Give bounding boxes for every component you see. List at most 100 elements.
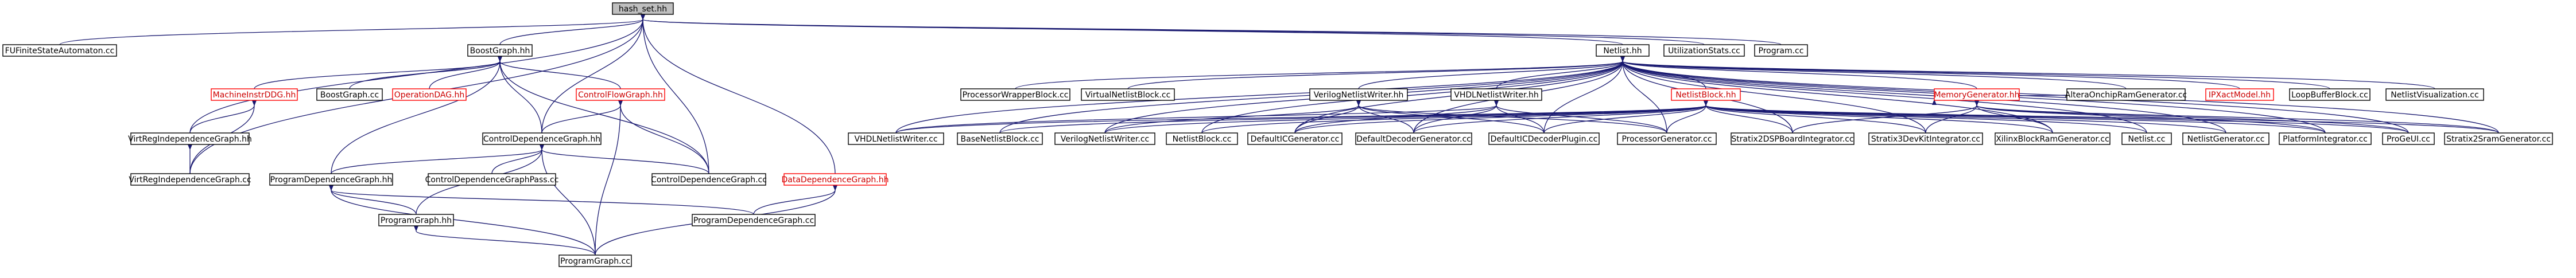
node-defaulticdecoderplugin-cc[interactable]: DefaultICDecoderPlugin.cc [1488,132,1600,145]
svg-text:ProcessorGenerator.cc: ProcessorGenerator.cc [1621,135,1712,144]
include-edge [1294,100,1709,134]
node-controldependencegraph-cc[interactable]: ControlDependenceGraph.cc [651,173,767,186]
node-programdependencegraph-hh[interactable]: ProgramDependenceGraph.hh [269,173,393,186]
include-edge [1974,100,2326,134]
svg-text:DefaultICGenerator.cc: DefaultICGenerator.cc [1251,135,1340,144]
edge-layer [59,14,2499,256]
node-platformintegrator-cc[interactable]: PlatformIntegrator.cc [2279,132,2372,145]
node-boostgraph-hh[interactable]: BoostGraph.hh [467,44,533,57]
node-netlistblock-cc[interactable]: NetlistBlock.cc [1166,132,1238,145]
node-netlistvisualization-cc[interactable]: NetlistVisualization.cc [2385,88,2484,101]
include-edge [895,56,1625,134]
node-boostgraph-cc[interactable]: BoostGraph.cc [316,88,383,101]
node-utilizationstats-cc[interactable]: UtilizationStats.cc [1663,44,1745,57]
node-loopbufferblock-cc[interactable]: LoopBufferBlock.cc [2289,88,2371,101]
node-xilinxblockramgenerator-cc[interactable]: XilinxBlockRamGenerator.cc [1995,132,2111,145]
node-programgraph-cc[interactable]: ProgramGraph.cc [558,254,632,267]
node-ipxactmodel-hh[interactable]: IPXactModel.hh [2205,88,2274,101]
include-edge [328,185,417,215]
svg-text:Stratix2DSPBoardIntegrator.cc: Stratix2DSPBoardIntegrator.cc [1731,135,1853,144]
svg-text:LoopBufferBlock.cc: LoopBufferBlock.cc [2291,91,2368,100]
include-edge [1703,100,2326,134]
node-fufinitestateautomaton-cc[interactable]: FUFiniteStateAutomaton.cc [2,44,117,57]
svg-text:ProgramGraph.hh: ProgramGraph.hh [381,216,452,225]
include-edge [640,14,1623,45]
node-programgraph-hh[interactable]: ProgramGraph.hh [378,214,454,226]
svg-text:VHDLNetlistWriter.cc: VHDLNetlistWriter.cc [854,135,937,144]
svg-text:VerilogNetlistWriter.cc: VerilogNetlistWriter.cc [1061,135,1150,144]
node-controldependencegraphpass-cc[interactable]: ControlDependenceGraphPass.cc [425,173,559,186]
node-netlistgenerator-cc[interactable]: NetlistGenerator.cc [2182,132,2269,145]
svg-text:PlatformIntegrator.cc: PlatformIntegrator.cc [2283,135,2368,144]
include-edge [640,14,1705,45]
svg-text:DefaultDecoderGenerator.cc: DefaultDecoderGenerator.cc [1356,135,1471,144]
include-edge [640,14,709,174]
include-edge [1620,56,1667,134]
include-edge [1496,56,1625,89]
include-edge [413,225,596,256]
svg-text:Netlist.hh: Netlist.hh [1603,46,1642,56]
svg-text:VHDLNetlistWriter.hh: VHDLNetlistWriter.hh [1454,91,1538,100]
svg-text:IPXactModel.hh: IPXactModel.hh [2209,91,2271,100]
node-basenetlistblock-cc[interactable]: BaseNetlistBlock.cc [957,132,1043,145]
svg-text:DataDependenceGraph.hh: DataDependenceGraph.hh [781,175,889,185]
svg-text:ControlDependenceGraphPass.cc: ControlDependenceGraphPass.cc [425,175,559,185]
node-vhdlnetlistwriter-cc[interactable]: VHDLNetlistWriter.cc [848,132,944,145]
include-edge [1543,56,1625,134]
node-virtregindependencegraph-hh[interactable]: VirtRegIndependenceGraph.hh [128,132,252,145]
svg-text:BaseNetlistBlock.cc: BaseNetlistBlock.cc [961,135,1039,144]
include-edge [1974,100,2409,134]
node-stratix2dspboardintegrator-cc[interactable]: Stratix2DSPBoardIntegrator.cc [1731,132,1855,145]
svg-text:NetlistBlock.cc: NetlistBlock.cc [1173,135,1232,144]
svg-text:hash_set.hh: hash_set.hh [619,5,667,14]
node-machineinstrddg-hh[interactable]: MachineInstrDDG.hh [211,88,298,101]
node-program-cc[interactable]: Program.cc [1754,44,1808,57]
node-hash-set-hh[interactable]: hash_set.hh [612,2,674,15]
include-edge [1015,56,1625,89]
include-edge [1620,56,1977,89]
node-controlflowgraph-hh[interactable]: ControlFlowGraph.hh [576,88,665,101]
node-stratix2sramgenerator-cc[interactable]: Stratix2SramGenerator.cc [2444,132,2553,145]
include-edge [539,144,596,256]
node-alteraonchipramgenerator-cc[interactable]: AlteraOnchipRamGenerator.cc [2065,88,2187,101]
node-progeui-cc[interactable]: ProGeUI.cc [2382,132,2435,145]
node-datadependencegraph-hh[interactable]: DataDependenceGraph.hh [781,173,889,186]
include-edge [1792,100,1980,134]
node-vhdlnetlistwriter-hh[interactable]: VHDLNetlistWriter.hh [1450,88,1542,101]
include-edge [1666,100,1709,134]
include-edge [254,56,503,89]
node-defaultdecodergenerator-cc[interactable]: DefaultDecoderGenerator.cc [1355,132,1472,145]
include-edge [497,56,709,174]
node-processorwrapperblock-cc[interactable]: ProcessorWrapperBlock.cc [960,88,1070,101]
node-operationdag-hh[interactable]: OperationDAG.hh [392,88,467,101]
include-edge [429,56,503,89]
node-verilognetlistwriter-hh[interactable]: VerilogNetlistWriter.hh [1309,88,1408,101]
node-defaulticgenerator-cc[interactable]: DefaultICGenerator.cc [1247,132,1343,145]
include-edge [753,185,838,215]
node-netlist-cc[interactable]: Netlist.cc [2121,132,2172,145]
svg-text:ControlFlowGraph.hh: ControlFlowGraph.hh [578,91,663,100]
include-edge [497,56,621,89]
node-virtualnetlistblock-cc[interactable]: VirtualNetlistBlock.cc [1081,88,1175,101]
node-verilognetlistwriter-cc[interactable]: VerilogNetlistWriter.cc [1054,132,1155,145]
include-edge [541,100,623,134]
node-stratix3devkitintegrator-cc[interactable]: Stratix3DevKitIntegrator.cc [1868,132,1983,145]
svg-text:ProcessorWrapperBlock.cc: ProcessorWrapperBlock.cc [963,91,1069,100]
include-edge [895,100,1499,134]
node-programdependencegraph-cc[interactable]: ProgramDependenceGraph.cc [692,214,816,226]
svg-text:VirtualNetlistBlock.cc: VirtualNetlistBlock.cc [1085,91,1171,100]
svg-text:NetlistVisualization.cc: NetlistVisualization.cc [2391,91,2478,100]
svg-text:NetlistBlock.hh: NetlistBlock.hh [1675,91,1736,100]
svg-text:ProgramDependenceGraph.hh: ProgramDependenceGraph.hh [270,175,393,185]
node-memorygenerator-hh[interactable]: MemoryGenerator.hh [1934,88,2020,101]
include-edge [1358,56,1625,89]
include-edge [1104,100,1361,134]
node-processorgenerator-cc[interactable]: ProcessorGenerator.cc [1617,132,1717,145]
node-netlist-hh[interactable]: Netlist.hh [1596,44,1650,57]
node-netlistblock-hh[interactable]: NetlistBlock.hh [1671,88,1741,101]
node-controldependencegraph-hh[interactable]: ControlDependenceGraph.hh [482,132,602,145]
include-edge [618,100,709,174]
svg-text:MemoryGenerator.hh: MemoryGenerator.hh [1934,91,2020,100]
node-virtregindependencegraph-cc[interactable]: VirtRegIndependenceGraph.cc [129,173,251,186]
include-edge [1703,100,2226,134]
